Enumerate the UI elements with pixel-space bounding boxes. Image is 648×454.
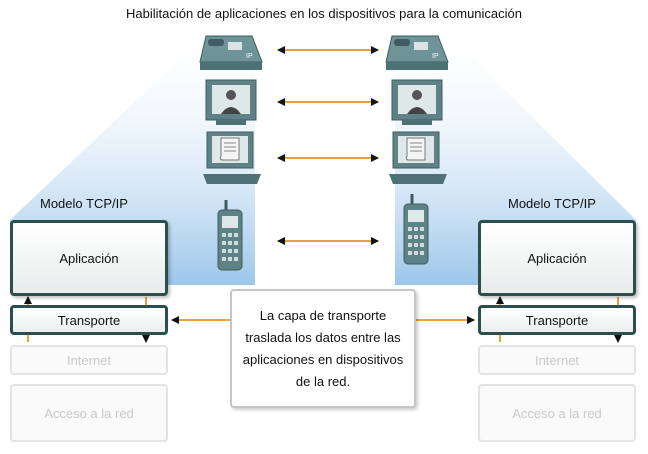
computer-document-icon [389, 131, 447, 184]
right-transport-layer: Transporte [478, 305, 636, 335]
ip-phone-icon: IP [199, 35, 263, 70]
computer-document-icon [203, 131, 261, 184]
transport-note-text: La capa de transporte traslada los datos… [242, 307, 404, 389]
diagram-title: Habilitación de aplicaciones en los disp… [126, 6, 522, 21]
mobile-phone-icon [217, 200, 243, 271]
svg-text:IP: IP [432, 53, 439, 60]
mobile-phone-icon [403, 194, 429, 265]
left-model-label: Modelo TCP/IP [40, 196, 128, 211]
right-application-layer: Aplicación [478, 220, 636, 296]
left-application-layer: Aplicación [10, 220, 168, 296]
ip-phone-icon: IP [385, 35, 449, 70]
transport-note-box: La capa de transporte traslada los datos… [230, 289, 416, 408]
video-terminal-icon [205, 79, 257, 125]
right-network-access-layer: Acceso a la red [478, 384, 636, 442]
right-model-label: Modelo TCP/IP [508, 196, 596, 211]
left-transport-layer: Transporte [10, 305, 168, 335]
left-network-access-layer: Acceso a la red [10, 384, 168, 442]
left-internet-layer: Internet [10, 345, 168, 375]
svg-text:IP: IP [246, 53, 253, 60]
right-internet-layer: Internet [478, 345, 636, 375]
device-arrows [277, 46, 379, 245]
video-terminal-icon [391, 79, 443, 125]
